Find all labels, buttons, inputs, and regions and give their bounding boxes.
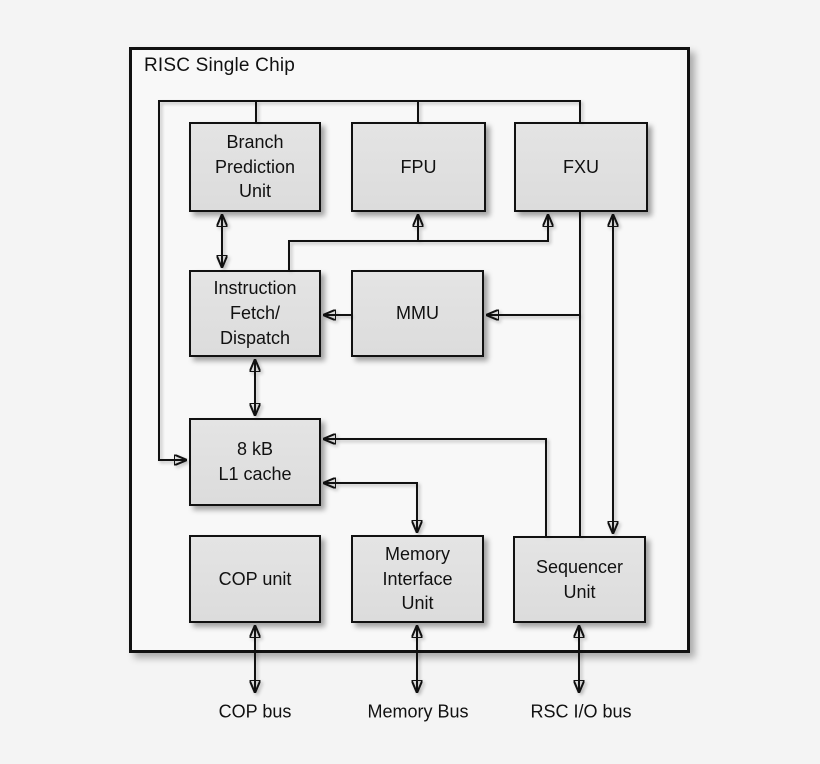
block-cop-unit: COP unit	[189, 535, 321, 623]
block-mmu: MMU	[351, 270, 484, 357]
chip-title: RISC Single Chip	[144, 55, 296, 76]
label-memory-bus: Memory Bus	[367, 701, 469, 722]
block-instruction-fetch-dispatch: Instruction Fetch/ Dispatch	[189, 270, 321, 357]
label-cop-bus: COP bus	[218, 701, 292, 722]
block-l1-cache: 8 kB L1 cache	[189, 418, 321, 506]
block-fxu: FXU	[514, 122, 648, 212]
block-memory-interface-unit: Memory Interface Unit	[351, 535, 484, 623]
block-fpu: FPU	[351, 122, 486, 212]
label-rsc-io-bus: RSC I/O bus	[530, 701, 632, 722]
block-sequencer-unit: Sequencer Unit	[513, 536, 646, 623]
block-branch-prediction-unit: Branch Prediction Unit	[189, 122, 321, 212]
